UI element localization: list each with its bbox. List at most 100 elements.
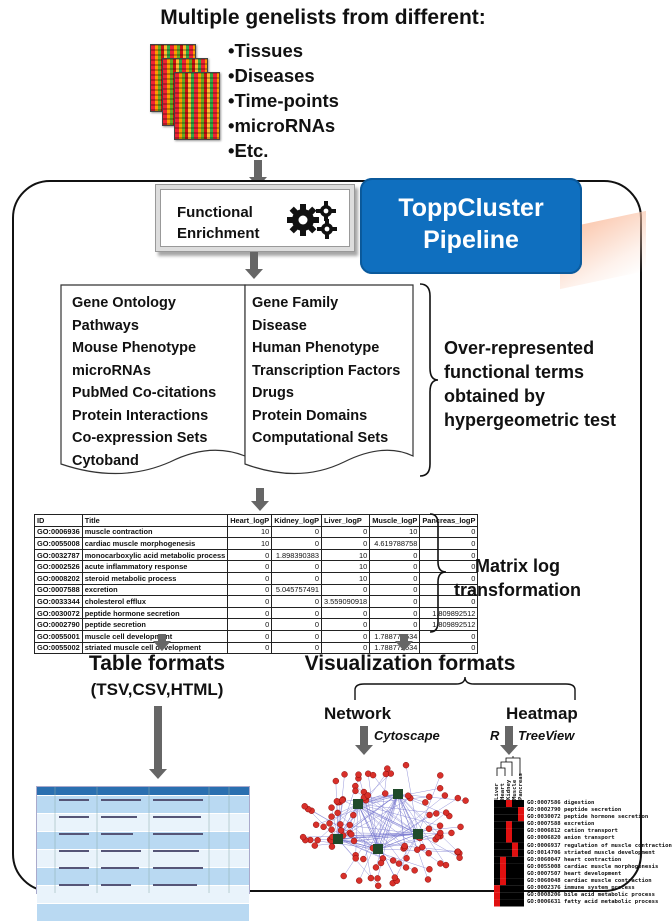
heatmap-cell: [512, 814, 518, 821]
category-item: Protein Interactions: [72, 405, 216, 428]
r-tool-label: R: [490, 728, 499, 743]
matrix-cell: 0: [228, 619, 272, 631]
category-item: Pathways: [72, 315, 216, 338]
network-node: [339, 797, 345, 803]
matrix-cell: 0: [272, 561, 322, 573]
network-node: [352, 788, 358, 794]
network-node: [337, 821, 343, 827]
heatmap-cell: [500, 885, 506, 892]
heatmap-cell: [494, 871, 500, 878]
matrix-cell: 0: [370, 584, 420, 596]
badge-line1: ToppCluster: [360, 192, 582, 224]
network-node: [356, 772, 362, 778]
matrix-header-cell: Liver_logP: [322, 515, 370, 527]
network-node: [382, 790, 388, 796]
network-hub-node: [373, 844, 383, 854]
network-node: [392, 874, 398, 880]
network-node: [333, 778, 339, 784]
dendrogram-image: [494, 756, 530, 776]
matrix-cell: 0: [272, 596, 322, 608]
network-node: [443, 810, 449, 816]
heatmap-cell: [512, 871, 518, 878]
network-node: [378, 860, 384, 866]
network-node: [350, 812, 356, 818]
matrix-cell: 0: [228, 607, 272, 619]
arrow-down-icon: [256, 488, 264, 502]
network-node: [427, 812, 433, 818]
heatmap-term-label: GO:0002376 immune system process: [527, 885, 672, 892]
matrix-description: Matrix log transformation: [454, 554, 581, 602]
matrix-header-cell: ID: [35, 515, 83, 527]
heatmap-cell: [500, 814, 506, 821]
heatmap-cell: [518, 828, 524, 835]
matrix-cell: cardiac muscle morphogenesis: [82, 538, 227, 550]
matrix-cell: cholesterol efflux: [82, 596, 227, 608]
network-node: [433, 810, 439, 816]
arrow-down-icon: [250, 252, 258, 270]
heatmap-cell: [494, 836, 500, 843]
matrix-cell: 0: [228, 549, 272, 561]
network-node: [302, 803, 308, 809]
network-node: [437, 785, 443, 791]
category-item: Mouse Phenotype: [72, 337, 216, 360]
heatmap-cell: [494, 821, 500, 828]
network-node: [375, 883, 381, 889]
category-list-right: Gene Family Disease Human Phenotype Tran…: [244, 284, 414, 484]
heatmap-term-label: GO:0006820 anion transport: [527, 835, 672, 842]
heatmap-term-label: GO:0060048 cardiac muscle contraction: [527, 878, 672, 885]
heatmap-cell: [506, 871, 512, 878]
network-node: [375, 875, 381, 881]
heatmap-cell: [500, 828, 506, 835]
heatmap-cell: [494, 885, 500, 892]
heatmap-cell: [512, 878, 518, 885]
category-item: Gene Ontology: [72, 292, 216, 315]
heatmap-term-label: GO:0030072 peptide hormone secretion: [527, 814, 672, 821]
network-node: [351, 838, 357, 844]
network-node: [342, 771, 348, 777]
matrix-cell: 10: [322, 572, 370, 584]
network-node: [437, 772, 443, 778]
network-node: [443, 862, 449, 868]
heatmap-term-label: GO:0006812 cation transport: [527, 828, 672, 835]
matrix-cell: 0: [228, 561, 272, 573]
network-node: [368, 875, 374, 881]
heatmap-cell: [506, 899, 512, 906]
table-formats-title: Table formats: [52, 652, 262, 676]
network-node: [437, 830, 443, 836]
heatmap-term-label: GO:0008206 bile acid metabolic process: [527, 892, 672, 899]
network-node: [335, 810, 341, 816]
matrix-cell: peptide hormone secretion: [82, 607, 227, 619]
heatmap-cell: [518, 857, 524, 864]
network-node: [341, 873, 347, 879]
matrix-cell: 0: [370, 572, 420, 584]
network-node: [353, 855, 359, 861]
matrix-cell: 0: [322, 619, 370, 631]
matrix-cell: acute inflammatory response: [82, 561, 227, 573]
diagram-title: Multiple genelists from different:: [0, 6, 646, 30]
enrichment-label: Functional Enrichment: [177, 202, 260, 244]
category-item: Drugs: [252, 382, 400, 405]
arrow-down-icon: [158, 634, 166, 642]
badge-line2: Pipeline: [360, 224, 582, 256]
matrix-cell: 0: [322, 584, 370, 596]
network-label: Network: [324, 704, 391, 724]
heatmap-cell: [512, 885, 518, 892]
heatmap-term-label: GO:0014706 striated muscle development: [527, 850, 672, 857]
matrix-cell: 0: [370, 619, 420, 631]
heatmap-cell: [512, 899, 518, 906]
heatmap-cell: [494, 828, 500, 835]
heatmap-cell: [506, 892, 512, 899]
network-node: [403, 762, 409, 768]
heatmap-cell: [512, 857, 518, 864]
network-node: [404, 855, 410, 861]
network-node: [455, 849, 461, 855]
heatmap-cell: [500, 843, 506, 850]
heatmap-cell: [500, 807, 506, 814]
source-item: •Tissues: [228, 38, 339, 63]
matrix-cell: GO:0002790: [35, 619, 83, 631]
matrix-cell: 10: [228, 526, 272, 538]
network-hub-node: [413, 829, 423, 839]
